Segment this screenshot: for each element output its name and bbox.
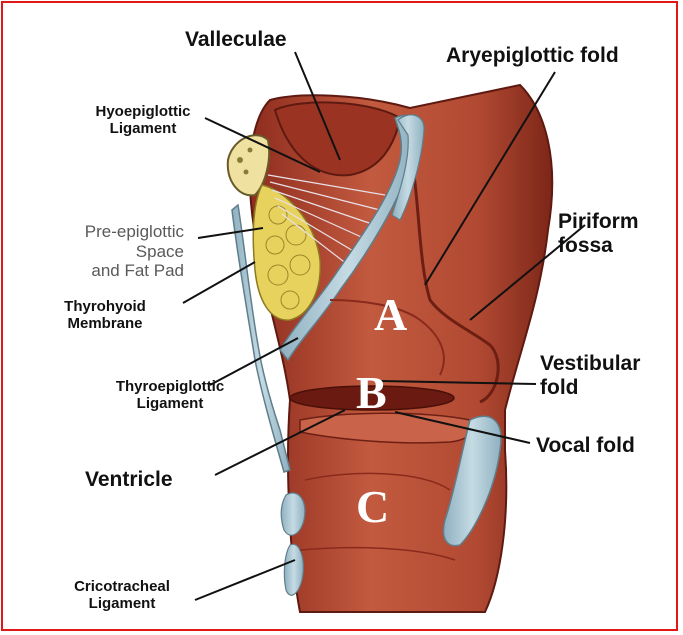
- label-hyoepiglottic-line2: Ligament: [74, 120, 212, 137]
- region-letter-b: B: [356, 366, 387, 419]
- label-thyroepiglottic-ligament: Thyroepiglottic Ligament: [90, 378, 250, 413]
- label-vestibular-line1: Vestibular: [540, 352, 640, 376]
- label-cricotracheal-line1: Cricotracheal: [52, 578, 192, 595]
- label-thyrohyoid-line2: Membrane: [40, 315, 170, 332]
- label-pre-epiglottic-line2: Space: [44, 242, 184, 262]
- label-hyoepiglottic-line1: Hyoepiglottic: [74, 103, 212, 120]
- label-piriform-line1: Piriform: [558, 210, 639, 234]
- label-thyrohyoid-membrane: Thyrohyoid Membrane: [40, 298, 170, 333]
- label-thyroepiglottic-line1: Thyroepiglottic: [90, 378, 250, 395]
- region-letter-a: A: [374, 288, 407, 341]
- label-cricotracheal-line2: Ligament: [52, 595, 192, 612]
- label-aryepiglottic-fold: Aryepiglottic fold: [446, 44, 619, 68]
- label-valleculae: Valleculae: [185, 28, 287, 52]
- label-vestibular-fold: Vestibular fold: [540, 352, 640, 400]
- label-hyoepiglottic-ligament: Hyoepiglottic Ligament: [74, 103, 212, 138]
- label-piriform-fossa: Piriform fossa: [558, 210, 639, 258]
- label-pre-epiglottic-line1: Pre-epiglottic: [44, 222, 184, 242]
- label-ventricle: Ventricle: [85, 468, 173, 492]
- label-thyroepiglottic-line2: Ligament: [90, 395, 250, 412]
- label-thyrohyoid-line1: Thyrohyoid: [40, 298, 170, 315]
- label-piriform-line2: fossa: [558, 234, 639, 258]
- label-vocal-fold: Vocal fold: [536, 434, 635, 458]
- label-vestibular-line2: fold: [540, 376, 640, 400]
- label-cricotracheal-ligament: Cricotracheal Ligament: [52, 578, 192, 613]
- label-pre-epiglottic-space: Pre-epiglottic Space and Fat Pad: [44, 222, 184, 281]
- label-pre-epiglottic-line3: and Fat Pad: [44, 261, 184, 281]
- region-letter-c: C: [356, 480, 389, 533]
